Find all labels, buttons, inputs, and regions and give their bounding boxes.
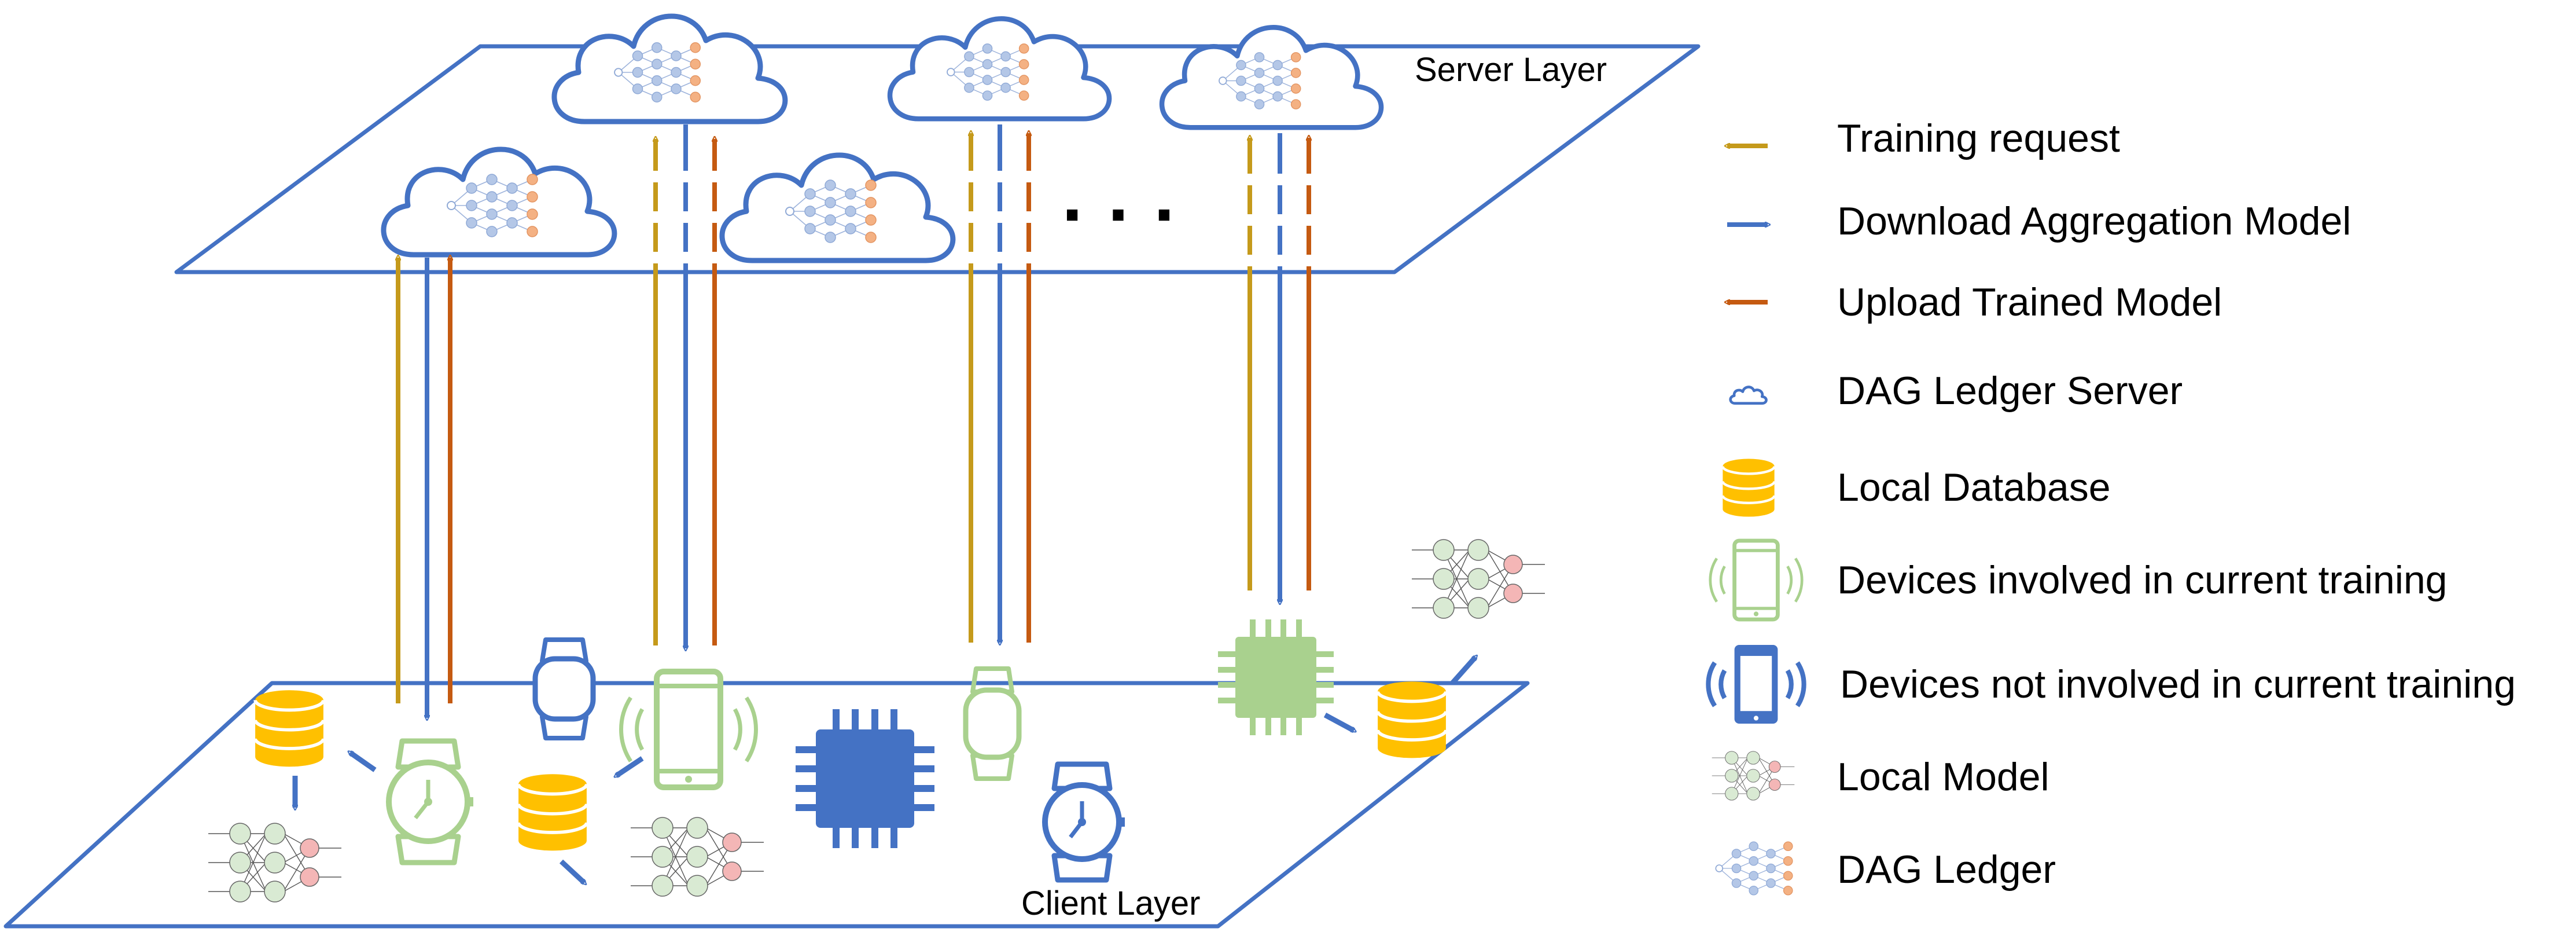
cloud-icon xyxy=(890,19,1109,119)
watch-icon xyxy=(386,738,473,865)
watch-icon xyxy=(532,637,596,740)
legend-download-label: Download Aggregation Model xyxy=(1837,199,2351,243)
watch-icon xyxy=(1042,761,1125,883)
database-icon xyxy=(518,774,587,850)
client-layer-plane xyxy=(3,681,1530,929)
legend-dag-server-label: DAG Ledger Server xyxy=(1837,369,2183,413)
legend-devices-involved-label: Devices involved in current training xyxy=(1837,558,2448,602)
database-icon xyxy=(1378,681,1446,758)
chip-icon xyxy=(796,709,934,848)
ellipsis: · · · xyxy=(1062,172,1179,256)
flow-arrow xyxy=(350,753,377,772)
chip-icon xyxy=(1218,619,1334,735)
phone-icon xyxy=(621,672,756,787)
client-layer-label: Client Layer xyxy=(1021,885,1200,922)
flow-arrow xyxy=(1323,713,1354,733)
database-icon xyxy=(1723,459,1774,516)
legend-upload-label: Upload Trained Model xyxy=(1837,280,2222,324)
cloud-icon xyxy=(554,16,785,122)
legend-dag-ledger-label: DAG Ledger xyxy=(1837,848,2056,892)
flow-arrow xyxy=(559,859,584,883)
cloud-icon xyxy=(1162,27,1381,127)
neural-net-icon xyxy=(1712,751,1795,801)
legend-local-model-label: Local Model xyxy=(1837,755,2049,799)
neural-net-icon xyxy=(1411,539,1545,619)
flow-arrow xyxy=(616,756,644,776)
phone-icon xyxy=(1710,541,1802,619)
neural-net-icon xyxy=(208,823,342,903)
server-layer-label: Server Layer xyxy=(1415,51,1607,89)
cloud-icon xyxy=(722,155,953,261)
cloud-icon xyxy=(1729,386,1768,405)
cloud-icon xyxy=(384,149,614,255)
legend: Training request Download Aggregation Mo… xyxy=(1706,116,2516,896)
legend-devices-not-involved-label: Devices not involved in current training xyxy=(1840,662,2516,706)
phone-icon xyxy=(1706,645,1806,724)
neural-net-icon xyxy=(1715,841,1793,896)
watch-icon xyxy=(963,666,1022,781)
neural-net-icon xyxy=(630,817,764,897)
legend-local-database-label: Local Database xyxy=(1837,465,2111,509)
flow-arrow xyxy=(1450,657,1475,685)
legend-training-request-label: Training request xyxy=(1837,116,2120,160)
database-icon xyxy=(255,690,323,766)
